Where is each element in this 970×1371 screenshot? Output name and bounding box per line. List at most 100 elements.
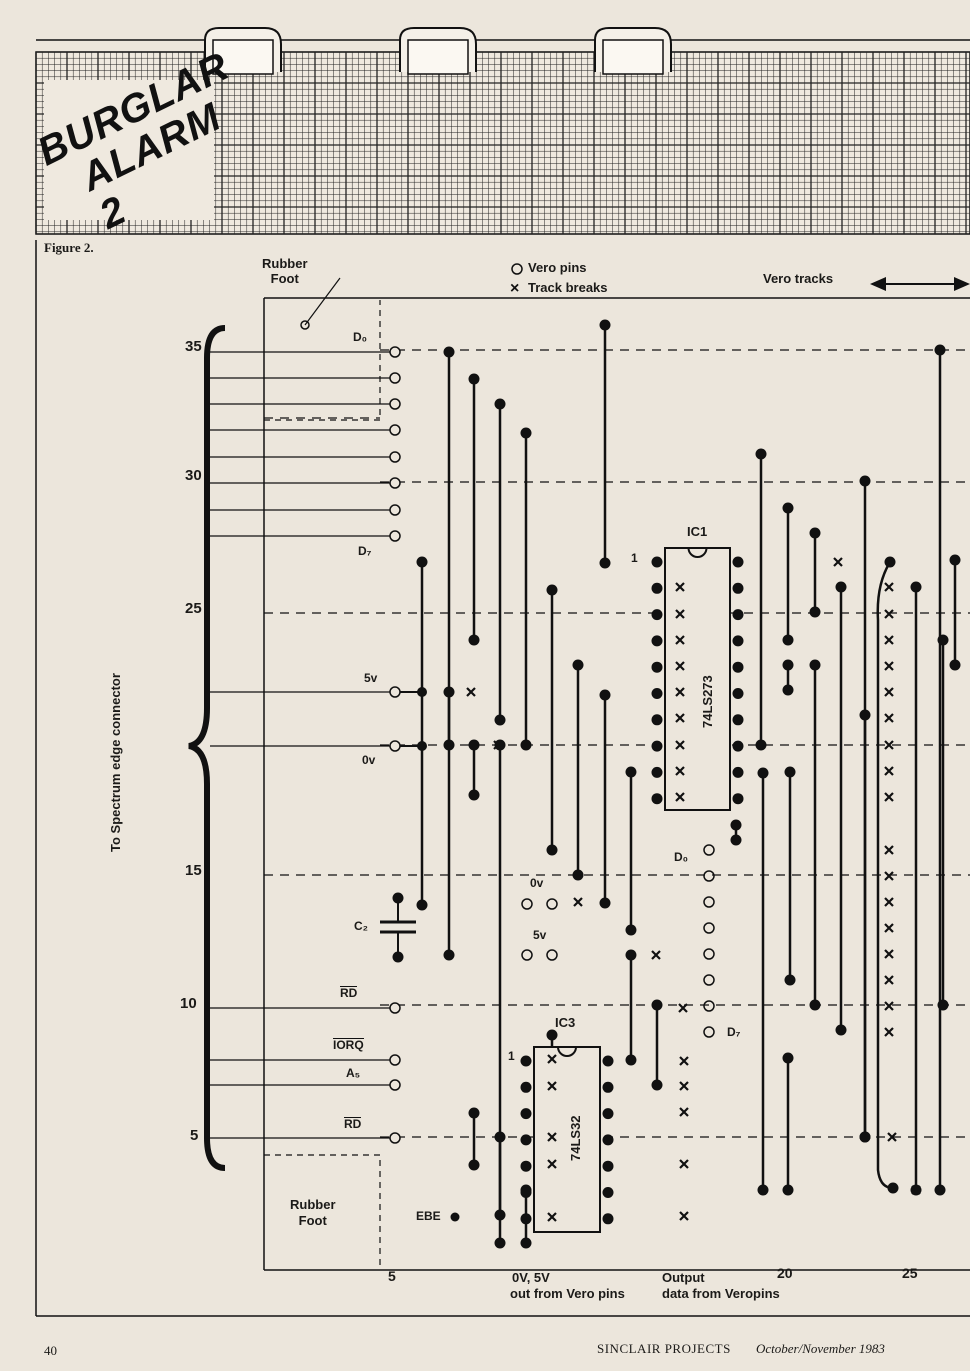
track-break-cross-icon (884, 713, 894, 723)
edge-number-35: 35 (185, 338, 202, 355)
rubber-foot-top-line2: Foot (270, 271, 299, 286)
binder-ring-clip (212, 39, 274, 75)
ic1-pin (732, 635, 744, 647)
vero-pin-icon (389, 372, 401, 384)
track-break-cross-icon (679, 1056, 689, 1066)
ic1-pin (651, 714, 663, 726)
vero-pin-icon (389, 1002, 401, 1014)
track-break-cross-icon (675, 687, 685, 697)
vero-tracks-label: Vero tracks (763, 271, 834, 286)
label-d0-left: D₀ (353, 330, 368, 344)
solder-dot (599, 689, 611, 701)
track-break-cross-icon (884, 740, 894, 750)
vero-pin-icon (389, 477, 401, 489)
track-break-cross-icon (547, 1212, 557, 1222)
vero-pin-icon (521, 898, 533, 910)
legend-track-breaks: Track breaks (528, 280, 608, 295)
label-c2: C₂ (354, 919, 368, 933)
track-break-cross-icon (887, 1132, 897, 1142)
solder-dot (934, 1184, 946, 1196)
solder-dot (599, 557, 611, 569)
issue-date: October/November 1983 (756, 1341, 885, 1356)
rubber-foot-pointer (304, 277, 341, 326)
ic1-pin (732, 609, 744, 621)
solder-dot (417, 741, 427, 751)
ic3-pin (520, 1081, 532, 1093)
track-break-cross-icon (884, 923, 894, 933)
solder-dot (546, 844, 558, 856)
solder-dot (782, 659, 794, 671)
vero-pin-icon (546, 898, 558, 910)
ic1-body (664, 547, 731, 811)
solder-dot (782, 502, 794, 514)
solder-dot (937, 634, 949, 646)
bottom-0v-5v-label: 0V, 5V out from Vero pins (510, 1270, 625, 1302)
track-break-cross-icon (884, 845, 894, 855)
track-break-cross-icon (466, 687, 476, 697)
arrow-right-head (954, 277, 970, 291)
track-break-cross-icon (675, 661, 685, 671)
ic1-pin (732, 582, 744, 594)
binder-ring-clip (407, 39, 469, 75)
solder-dot (494, 714, 506, 726)
solder-dot (416, 556, 428, 568)
edge-number-5: 5 (190, 1127, 199, 1144)
solder-dot (520, 427, 532, 439)
ic1-pin1-label: 1 (631, 551, 638, 565)
ic1-pin (651, 635, 663, 647)
solder-dot (546, 584, 558, 596)
rubber-foot-bottom-line1: Rubber (290, 1197, 336, 1212)
solder-dot (757, 767, 769, 779)
solder-dot (572, 659, 584, 671)
vero-pin-icon (703, 1000, 715, 1012)
track-break-cross-icon (884, 635, 894, 645)
ic1-pin (651, 793, 663, 805)
solder-dot (755, 739, 767, 751)
ic3-pin (520, 1134, 532, 1146)
edge-number-25: 25 (185, 600, 202, 617)
vero-pin-icon (389, 1054, 401, 1066)
column-number-20: 20 (777, 1265, 793, 1281)
track-break-cross-icon (679, 1107, 689, 1117)
track-break-cross-icon (651, 950, 661, 960)
ic3-pin (602, 1160, 614, 1172)
solder-dot (546, 1029, 558, 1041)
graph-paper-header (35, 27, 970, 235)
bottom-output-line2: data from Veropins (662, 1286, 780, 1301)
track-break-cross-icon (675, 582, 685, 592)
solder-dot (417, 687, 427, 697)
track-break-cross-icon (678, 1003, 688, 1013)
track-break-cross-icon (679, 1211, 689, 1221)
rubber-foot-outline-top (264, 300, 381, 421)
ic1-pin (732, 714, 744, 726)
ic3-pin (520, 1187, 532, 1198)
solder-dot (887, 1182, 899, 1194)
vero-pin-icon (703, 922, 715, 934)
vero-pin-icon (389, 398, 401, 410)
legend-cross-icon: × (510, 280, 519, 297)
ic1-pin (651, 582, 663, 594)
solder-dot (651, 1079, 663, 1091)
solder-dot (625, 1054, 637, 1066)
track-break-cross-icon (573, 897, 583, 907)
track-break-cross-icon (884, 609, 894, 619)
ic3-pin (602, 1108, 614, 1120)
solder-dot (859, 1131, 871, 1143)
solder-dot (443, 346, 455, 358)
ic1-name: IC1 (687, 524, 708, 539)
wire-link-curved (876, 561, 894, 1190)
ic3-pin (602, 1055, 614, 1067)
legend-vero-pins: Vero pins (528, 260, 587, 275)
track-break-cross-icon (884, 871, 894, 881)
binder-ring-clip (602, 39, 664, 75)
solder-dot (520, 739, 532, 751)
label-0v-mid: 0v (530, 876, 544, 890)
ic1-pin (732, 556, 744, 568)
solder-dot (416, 899, 428, 911)
track-break-cross-icon (884, 792, 894, 802)
ic1-pin (732, 688, 744, 699)
vero-pin-icon (389, 530, 401, 542)
ic1-pin (732, 766, 744, 778)
track-break-cross-icon (884, 1001, 894, 1011)
ic1-pin (732, 661, 744, 673)
